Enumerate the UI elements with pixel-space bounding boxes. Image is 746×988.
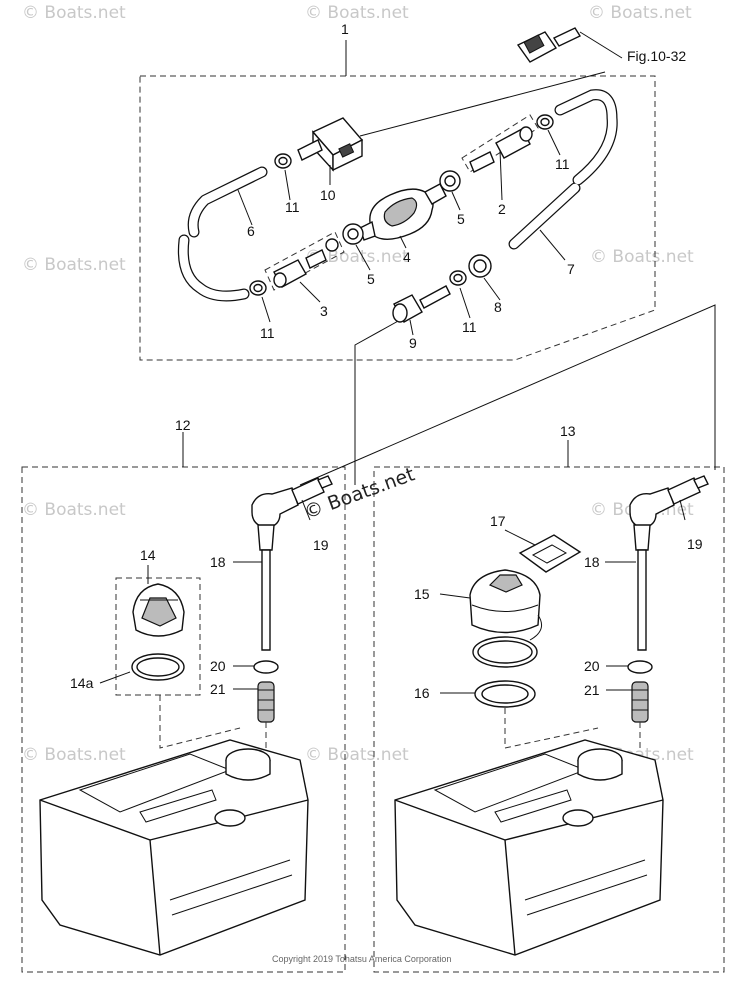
leader-lines	[99, 40, 686, 694]
connector-part-19	[291, 475, 333, 505]
connector-leader	[354, 319, 401, 485]
retaining-ring-part-16	[474, 680, 536, 708]
watermark: © Boats.net	[22, 3, 126, 23]
callout-11: 11	[555, 156, 570, 172]
fuel-hose-part-6	[177, 166, 268, 302]
install-guide	[504, 708, 599, 749]
connector-part-9	[392, 285, 451, 323]
gasket-part-15	[472, 636, 538, 668]
watermark: © Boats.net	[22, 255, 126, 275]
callout-8: 8	[494, 299, 502, 315]
callout-1: 1	[341, 21, 349, 37]
figure-reference: Fig.10-32	[627, 48, 686, 64]
callout-2: 2	[498, 201, 506, 217]
kit-3-boundary	[264, 231, 345, 291]
o-ring-part-20	[627, 660, 653, 674]
callout-3: 3	[320, 303, 328, 319]
watermark-group: © Boats.net © Boats.net © Boats.net © Bo…	[22, 3, 694, 765]
callout-11: 11	[462, 319, 477, 335]
hose-clamp-part-11	[449, 270, 467, 286]
callout-21: 21	[584, 682, 600, 698]
ring-part-8	[468, 254, 492, 278]
callout-5: 5	[367, 271, 375, 287]
check-valve-part-2	[469, 126, 533, 173]
callout-9: 9	[409, 335, 417, 351]
callout-5: 5	[457, 211, 465, 227]
kit-1-boundary	[139, 75, 656, 361]
callout-15: 15	[414, 586, 430, 602]
kit-12-boundary	[21, 466, 346, 973]
callout-13: 13	[560, 423, 576, 439]
fuel-hose-part-7	[508, 89, 618, 250]
o-ring-part-20	[253, 660, 279, 674]
watermark: © Boats.net	[22, 500, 126, 520]
elbow-fitting-part-18	[629, 487, 675, 651]
callout-18: 18	[210, 554, 226, 570]
check-valve-part-3	[273, 238, 339, 288]
connector-part-19	[667, 475, 709, 505]
callout-20: 20	[584, 658, 600, 674]
connector-leader	[359, 71, 606, 137]
callout-labels: 1 Fig.10-32 10 11 6 11 3 5 4 5 2 11 7 8 …	[70, 21, 703, 701]
tank-cap-part-14	[132, 583, 185, 637]
install-guide	[159, 695, 241, 749]
elbow-fitting-part-18	[251, 487, 299, 651]
callout-19: 19	[687, 536, 703, 552]
callout-14: 14	[140, 547, 156, 563]
callout-18: 18	[584, 554, 600, 570]
watermark: © Boats.net	[22, 745, 126, 765]
callout-16: 16	[414, 685, 430, 701]
callout-6: 6	[247, 223, 255, 239]
filter-part-21	[257, 681, 275, 723]
decal-part-17	[518, 534, 582, 573]
hose-clamp-part-11	[536, 114, 554, 130]
fuel-tank-13	[394, 739, 664, 956]
fuel-tank-12	[39, 739, 309, 956]
ring-part-5	[342, 223, 364, 245]
callout-11: 11	[285, 199, 300, 215]
callout-14a: 14a	[70, 675, 94, 691]
callout-20: 20	[210, 658, 226, 674]
kit-14-boundary	[115, 577, 201, 696]
watermark: © Boats.net	[588, 3, 692, 23]
kit-13-boundary	[373, 466, 725, 973]
hose-clamp-part-11	[274, 153, 292, 169]
gasket-part-14a	[131, 653, 185, 681]
tank-cap-part-15	[469, 569, 543, 641]
watermark: © Boats.net	[305, 745, 409, 765]
callout-17: 17	[490, 513, 506, 529]
callout-10: 10	[320, 187, 336, 203]
callout-21: 21	[210, 681, 226, 697]
callout-11: 11	[260, 325, 275, 341]
kit-2-boundary	[461, 114, 539, 173]
watermark: © Boats.net	[305, 247, 409, 267]
watermark: © Boats.net	[305, 3, 409, 23]
callout-12: 12	[175, 417, 191, 433]
hose-clamp-part-11	[249, 280, 267, 296]
connector-leader	[299, 304, 716, 486]
primer-bulb-part-4	[359, 183, 447, 241]
watermark: © Boats.net	[590, 247, 694, 267]
connector-fitting-part-1	[516, 27, 623, 63]
callout-4: 4	[403, 249, 411, 265]
copyright-notice: Copyright 2019 Tohatsu America Corporati…	[272, 954, 451, 964]
ring-part-5	[439, 170, 461, 192]
connector-block-part-10	[297, 117, 364, 172]
filter-part-21	[631, 681, 649, 723]
callout-7: 7	[567, 261, 575, 277]
callout-19: 19	[313, 537, 329, 553]
